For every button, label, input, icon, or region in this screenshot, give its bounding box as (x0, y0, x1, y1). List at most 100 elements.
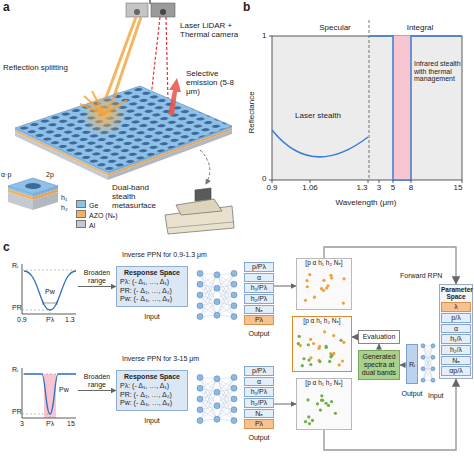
scatter-dots (295, 328, 349, 369)
plot-label: 1.3 (65, 316, 75, 324)
neuron (231, 407, 237, 413)
parameter-chip: Nₑ (244, 305, 274, 315)
data-point (309, 338, 312, 341)
text-label: 2p (46, 171, 58, 179)
neuron (231, 374, 237, 380)
response-space-box: Response SpacePλ: (- Δ₁, …, Δ₁)PR: (- Δ₂… (116, 266, 188, 307)
level-line (22, 414, 48, 415)
data-point (330, 354, 333, 357)
neuron (431, 378, 435, 382)
neuron (197, 418, 203, 424)
process-box: Evaluation (358, 330, 400, 344)
connector (274, 404, 296, 405)
neuron (421, 367, 425, 371)
data-point (323, 330, 326, 333)
vector-label: [p α h₁ h₂ Nₑ] (297, 259, 351, 267)
plot-label: PR (12, 408, 22, 416)
data-point (320, 287, 323, 290)
text-label: Output (399, 390, 425, 398)
neuron (231, 303, 237, 309)
response-range: PR: (- Δ₂, …, Δ₂) (120, 391, 184, 400)
emission-arrow (168, 78, 181, 116)
text-label: Infrared stealth with thermal management (414, 60, 462, 83)
parameter-chip: p/Pλ (244, 262, 274, 272)
text-label: Reflectance (248, 77, 257, 147)
response-range: Pw: (- Δ₃, …, Δ₃) (120, 295, 184, 304)
data-point (312, 342, 315, 345)
connector (78, 286, 116, 287)
data-point (325, 287, 328, 290)
text-label: Integral (398, 24, 442, 33)
axis (22, 264, 76, 314)
neuron (197, 407, 203, 413)
data-point (325, 345, 328, 348)
text-label: 1.06 (299, 184, 321, 193)
parameter-chip: Pλ (244, 419, 274, 429)
data-point (301, 364, 304, 367)
neuron (197, 396, 203, 402)
data-point (305, 279, 308, 282)
text-label: 0 (262, 175, 270, 184)
plot-label: 0.9 (17, 316, 27, 324)
data-point (330, 400, 333, 403)
box-text: Evaluation (361, 333, 397, 341)
text-label: Reflection splitting (3, 64, 83, 73)
data-point (325, 346, 328, 349)
parameter-chip: p/λ (441, 313, 471, 323)
text-label: Dual-band stealth metasurface (112, 184, 174, 210)
legend-swatch (76, 210, 86, 218)
data-point (306, 398, 309, 401)
metasurface-slab (15, 86, 232, 180)
lidar-device (126, 0, 175, 17)
neuron (431, 367, 435, 371)
data-point (307, 415, 310, 418)
parameter-chip: Pλ (244, 315, 274, 325)
level-line (22, 270, 76, 271)
text-label: 15 (450, 184, 466, 193)
text-label: Input (137, 417, 167, 425)
data-point (307, 343, 310, 346)
text-label: Output (242, 330, 276, 338)
data-point (304, 299, 307, 302)
data-point (318, 360, 321, 363)
scatter-dots (299, 390, 349, 427)
neuron (431, 344, 435, 348)
scatter-dots (299, 270, 349, 307)
neuron (197, 385, 203, 391)
candidate-scatter: [p α h₁ h₂ Nₑ] (296, 378, 352, 430)
network-link (423, 346, 433, 381)
data-point (308, 422, 311, 425)
network-link (423, 369, 433, 381)
text-label: 1 (262, 32, 270, 41)
spectrum-plot: RᵢPRPwPλ0.91.3 (12, 258, 78, 328)
neuron (231, 270, 237, 276)
legend-swatch (76, 200, 86, 208)
neuron (197, 303, 203, 309)
pointer-arrow (200, 150, 210, 184)
neuron (231, 281, 237, 287)
neuron (421, 378, 425, 382)
data-point (322, 279, 325, 282)
neuron (214, 272, 220, 278)
panel-letter: c (3, 241, 15, 254)
neuron (214, 403, 220, 409)
parameter-chip: αp/λ (441, 366, 471, 376)
candidate-scatter: [p α h₁ h₂ Nₑ] (296, 258, 352, 310)
box-heading: Response Space (120, 373, 184, 382)
neuron (197, 270, 203, 276)
text-label: Specular (310, 24, 360, 33)
text-label: Laser LiDAR + Thermal camera (180, 22, 244, 40)
parameter-chip: h₁/Pλ (244, 387, 274, 397)
output-label: Rᵢ (409, 361, 415, 368)
text-label: Inverse PPN for 0.9-1.3 μm (122, 251, 232, 259)
neuron (231, 396, 237, 402)
parameter-space-box: Parameter Spaceλp/λαh₁/λh₂/λNₑαp/λ (439, 284, 473, 379)
legend-text: AZO (Nₑ) (89, 212, 118, 219)
axis (22, 368, 76, 418)
plot-label: Rᵢ (12, 262, 18, 270)
text-label: Inverse PPN for 3-15 μm (122, 355, 232, 363)
neuron (214, 389, 220, 395)
